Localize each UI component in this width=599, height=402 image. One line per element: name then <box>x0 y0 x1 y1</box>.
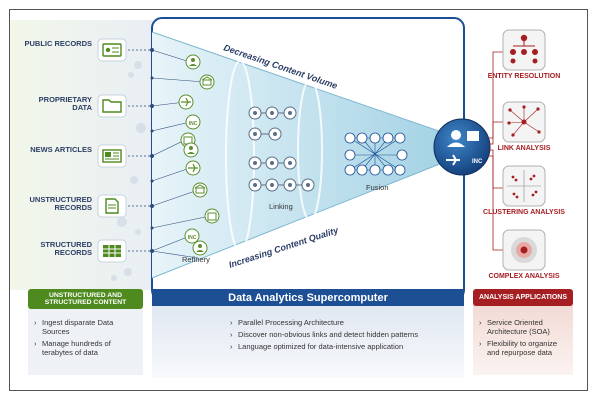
person-icon <box>192 240 208 256</box>
company-icon: INC <box>184 228 200 244</box>
output-label-clustering-analysis: CLUSTERING ANALYSIS <box>483 209 565 216</box>
source-label-public-records: PUBLIC RECORDS <box>24 39 92 48</box>
table-icon <box>97 239 127 263</box>
center-panel-header <box>152 289 464 306</box>
stage-fusion: Fusion <box>366 183 389 192</box>
output-connectors <box>488 51 503 251</box>
org-tree-icon <box>502 29 546 71</box>
sources-background <box>10 20 155 290</box>
building-icon <box>199 74 215 90</box>
source-label-structured-records: STRUCTURED RECORDS <box>40 240 92 257</box>
newspaper-icon <box>97 144 127 168</box>
id-card-icon <box>97 38 127 62</box>
document-icon <box>97 194 127 218</box>
diagram-canvas: INC INC <box>10 17 573 378</box>
right-panel-title: ANALYSIS APPLICATIONS <box>478 294 568 301</box>
left-panel-bullets: Ingest disparate Data Sources Manage hun… <box>34 318 140 360</box>
person-icon <box>185 54 201 70</box>
refinery-inc-2: INC <box>188 235 197 241</box>
source-connectors <box>128 49 152 252</box>
building-icon <box>192 182 208 198</box>
refinery-nodes: INC INC <box>178 54 220 256</box>
left-bullet: Ingest disparate Data Sources <box>34 318 140 336</box>
right-bullet: Service Oriented Architecture (SOA) <box>479 318 571 336</box>
source-label-news-articles: NEWS ARTICLES <box>30 145 92 154</box>
person-icon <box>183 142 199 158</box>
center-panel-body <box>152 300 464 378</box>
output-label-link-analysis: LINK ANALYSIS <box>497 145 551 152</box>
left-panel-header <box>28 289 143 309</box>
left-bullet: Manage hundreds of terabytes of data <box>34 339 140 357</box>
output-label-complex-analysis: COMPLEX ANALYSIS <box>488 273 560 280</box>
scatter-cluster-icon <box>502 165 546 207</box>
target-icon <box>502 229 546 271</box>
right-panel-header <box>473 289 573 306</box>
source-label-proprietary-data: PROPRIETARY DATA <box>38 95 92 112</box>
source-label-unstructured-records: UNSTRUCTURED RECORDS <box>29 195 93 212</box>
center-bullet: Parallel Processing Architecture <box>230 318 460 327</box>
analytics-hub: INC <box>433 118 491 176</box>
company-icon: INC <box>185 114 201 130</box>
link-network-icon <box>502 101 546 143</box>
folder-icon <box>97 94 127 118</box>
diagram-frame: INC INC <box>9 9 588 391</box>
left-panel-title: UNSTRUCTURED AND STRUCTURED CONTENT <box>44 292 127 306</box>
center-panel-title: Data Analytics Supercomputer <box>228 291 388 304</box>
center-bullet: Language optimized for data-intensive ap… <box>230 342 460 351</box>
center-panel-bullets: Parallel Processing Architecture Discove… <box>230 318 460 354</box>
center-bullet: Discover non-obvious links and detect hi… <box>230 330 460 339</box>
stage-linking: Linking <box>269 202 293 211</box>
right-bullet: Flexibility to organize and repurpose da… <box>479 339 571 357</box>
output-label-entity-resolution: ENTITY RESOLUTION <box>487 73 561 80</box>
refinery-inc-1: INC <box>189 121 198 127</box>
stage-refinery: Refinery <box>182 255 210 264</box>
calendar-icon <box>204 208 220 224</box>
plane-icon <box>178 94 194 110</box>
hub-inc-label: INC <box>472 159 483 165</box>
right-panel-bullets: Service Oriented Architecture (SOA) Flex… <box>479 318 571 360</box>
plane-icon <box>185 160 201 176</box>
